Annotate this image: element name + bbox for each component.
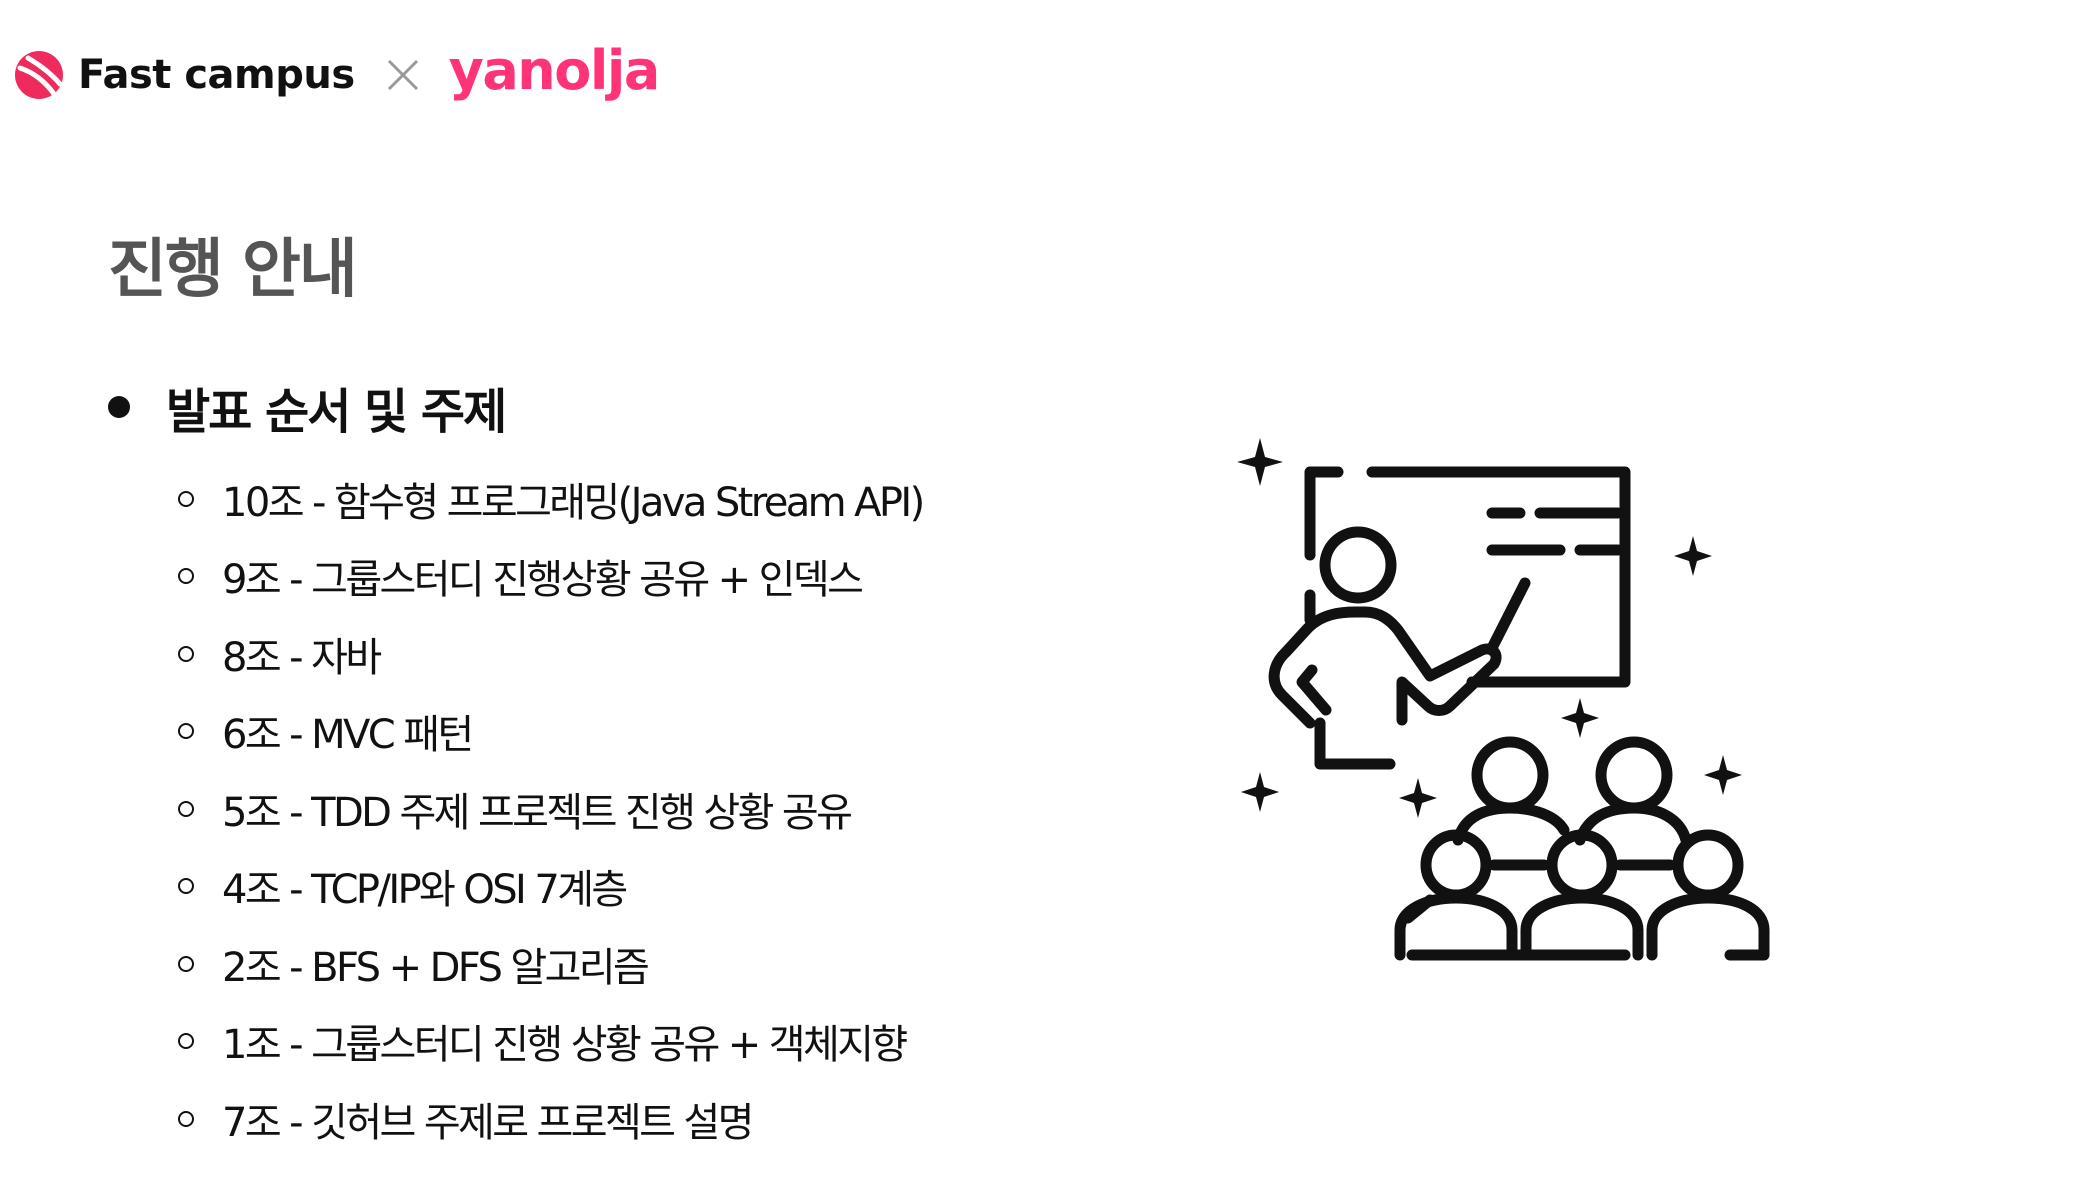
hollow-bullet-icon bbox=[178, 645, 194, 662]
list-item: 5조 - TDD 주제 프로젝트 진행 상황 공유 bbox=[178, 770, 923, 848]
list-item: 4조 - TCP/IP와 OSI 7계층 bbox=[178, 848, 923, 926]
bullet-dot-icon bbox=[108, 396, 130, 418]
times-icon bbox=[387, 59, 418, 91]
yanolja-wordmark: yanolja bbox=[448, 39, 661, 102]
hollow-bullet-icon bbox=[178, 490, 194, 507]
fastcampus-wordmark: Fast campus bbox=[78, 52, 355, 98]
list-item-label: 1조 - 그룹스터디 진행 상황 공유 + 객체지향 bbox=[222, 1022, 908, 1069]
list-item-label: 4조 - TCP/IP와 OSI 7계층 bbox=[222, 867, 628, 914]
hollow-bullet-icon bbox=[178, 955, 194, 972]
list-item: 1조 - 그룹스터디 진행 상황 공유 + 객체지향 bbox=[178, 1003, 923, 1081]
hollow-bullet-icon bbox=[178, 1033, 194, 1050]
list-item: 6조 - MVC 패턴 bbox=[178, 693, 923, 771]
list-item-label: 6조 - MVC 패턴 bbox=[222, 712, 474, 759]
list-item: 10조 - 함수형 프로그래밍(Java Stream API) bbox=[178, 460, 925, 538]
hollow-bullet-icon bbox=[178, 568, 194, 585]
hollow-bullet-icon bbox=[178, 800, 194, 817]
fastcampus-logo-icon bbox=[15, 51, 63, 99]
hollow-bullet-icon bbox=[178, 723, 194, 740]
page-title: 진행 안내 bbox=[108, 233, 358, 307]
list-item: 7조 - 깃허브 주제로 프로젝트 설명 bbox=[178, 1080, 923, 1158]
main-bullet-label: 발표 순서 및 주제 bbox=[166, 384, 507, 440]
list-item-label: 2조 - BFS + DFS 알고리즘 bbox=[222, 944, 650, 991]
presentation-classroom-icon bbox=[1237, 438, 1770, 961]
list-item: 2조 - BFS + DFS 알고리즘 bbox=[178, 925, 923, 1003]
list-item-label: 5조 - TDD 주제 프로젝트 진행 상황 공유 bbox=[222, 789, 853, 836]
list-item-label: 9조 - 그룹스터디 진행상황 공유 + 인덱스 bbox=[222, 557, 864, 604]
hollow-bullet-icon bbox=[178, 878, 194, 895]
presentation-order-list: 10조 - 함수형 프로그래밍(Java Stream API) 9조 - 그룹… bbox=[178, 460, 925, 1158]
list-item-label: 8조 - 자바 bbox=[222, 634, 382, 681]
list-item: 8조 - 자바 bbox=[178, 615, 923, 693]
main-bullet: 발표 순서 및 주제 bbox=[108, 372, 507, 442]
list-item: 9조 - 그룹스터디 진행상황 공유 + 인덱스 bbox=[178, 538, 923, 616]
hollow-bullet-icon bbox=[178, 1110, 194, 1127]
list-item-label: 7조 - 깃허브 주제로 프로젝트 설명 bbox=[222, 1099, 754, 1146]
list-item-label: 10조 - 함수형 프로그래밍(Java Stream API) bbox=[222, 479, 925, 526]
header-logos: Fast campus yanolja bbox=[14, 39, 661, 110]
